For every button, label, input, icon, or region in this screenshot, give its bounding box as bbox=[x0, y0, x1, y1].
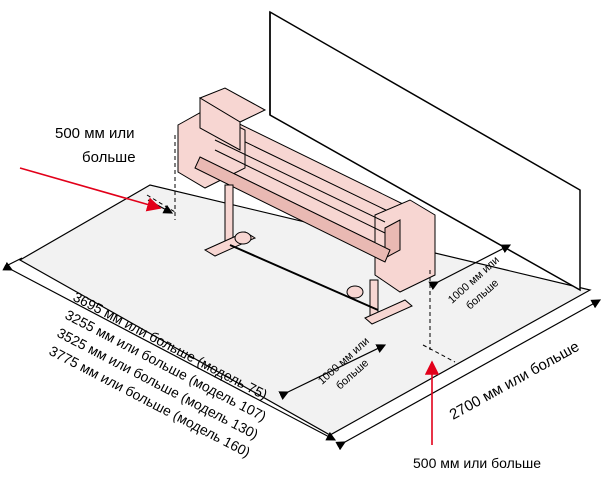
printer bbox=[177, 87, 436, 325]
right-clearance-label: 500 мм или больше bbox=[413, 455, 541, 471]
left-clearance-label-line1: 500 мм или bbox=[55, 125, 135, 142]
left-clearance-red-arrow bbox=[19, 167, 162, 212]
left-clearance-label-line2: больше bbox=[82, 149, 136, 166]
dimension-lines bbox=[2, 199, 602, 451]
red-arrows bbox=[19, 167, 440, 445]
